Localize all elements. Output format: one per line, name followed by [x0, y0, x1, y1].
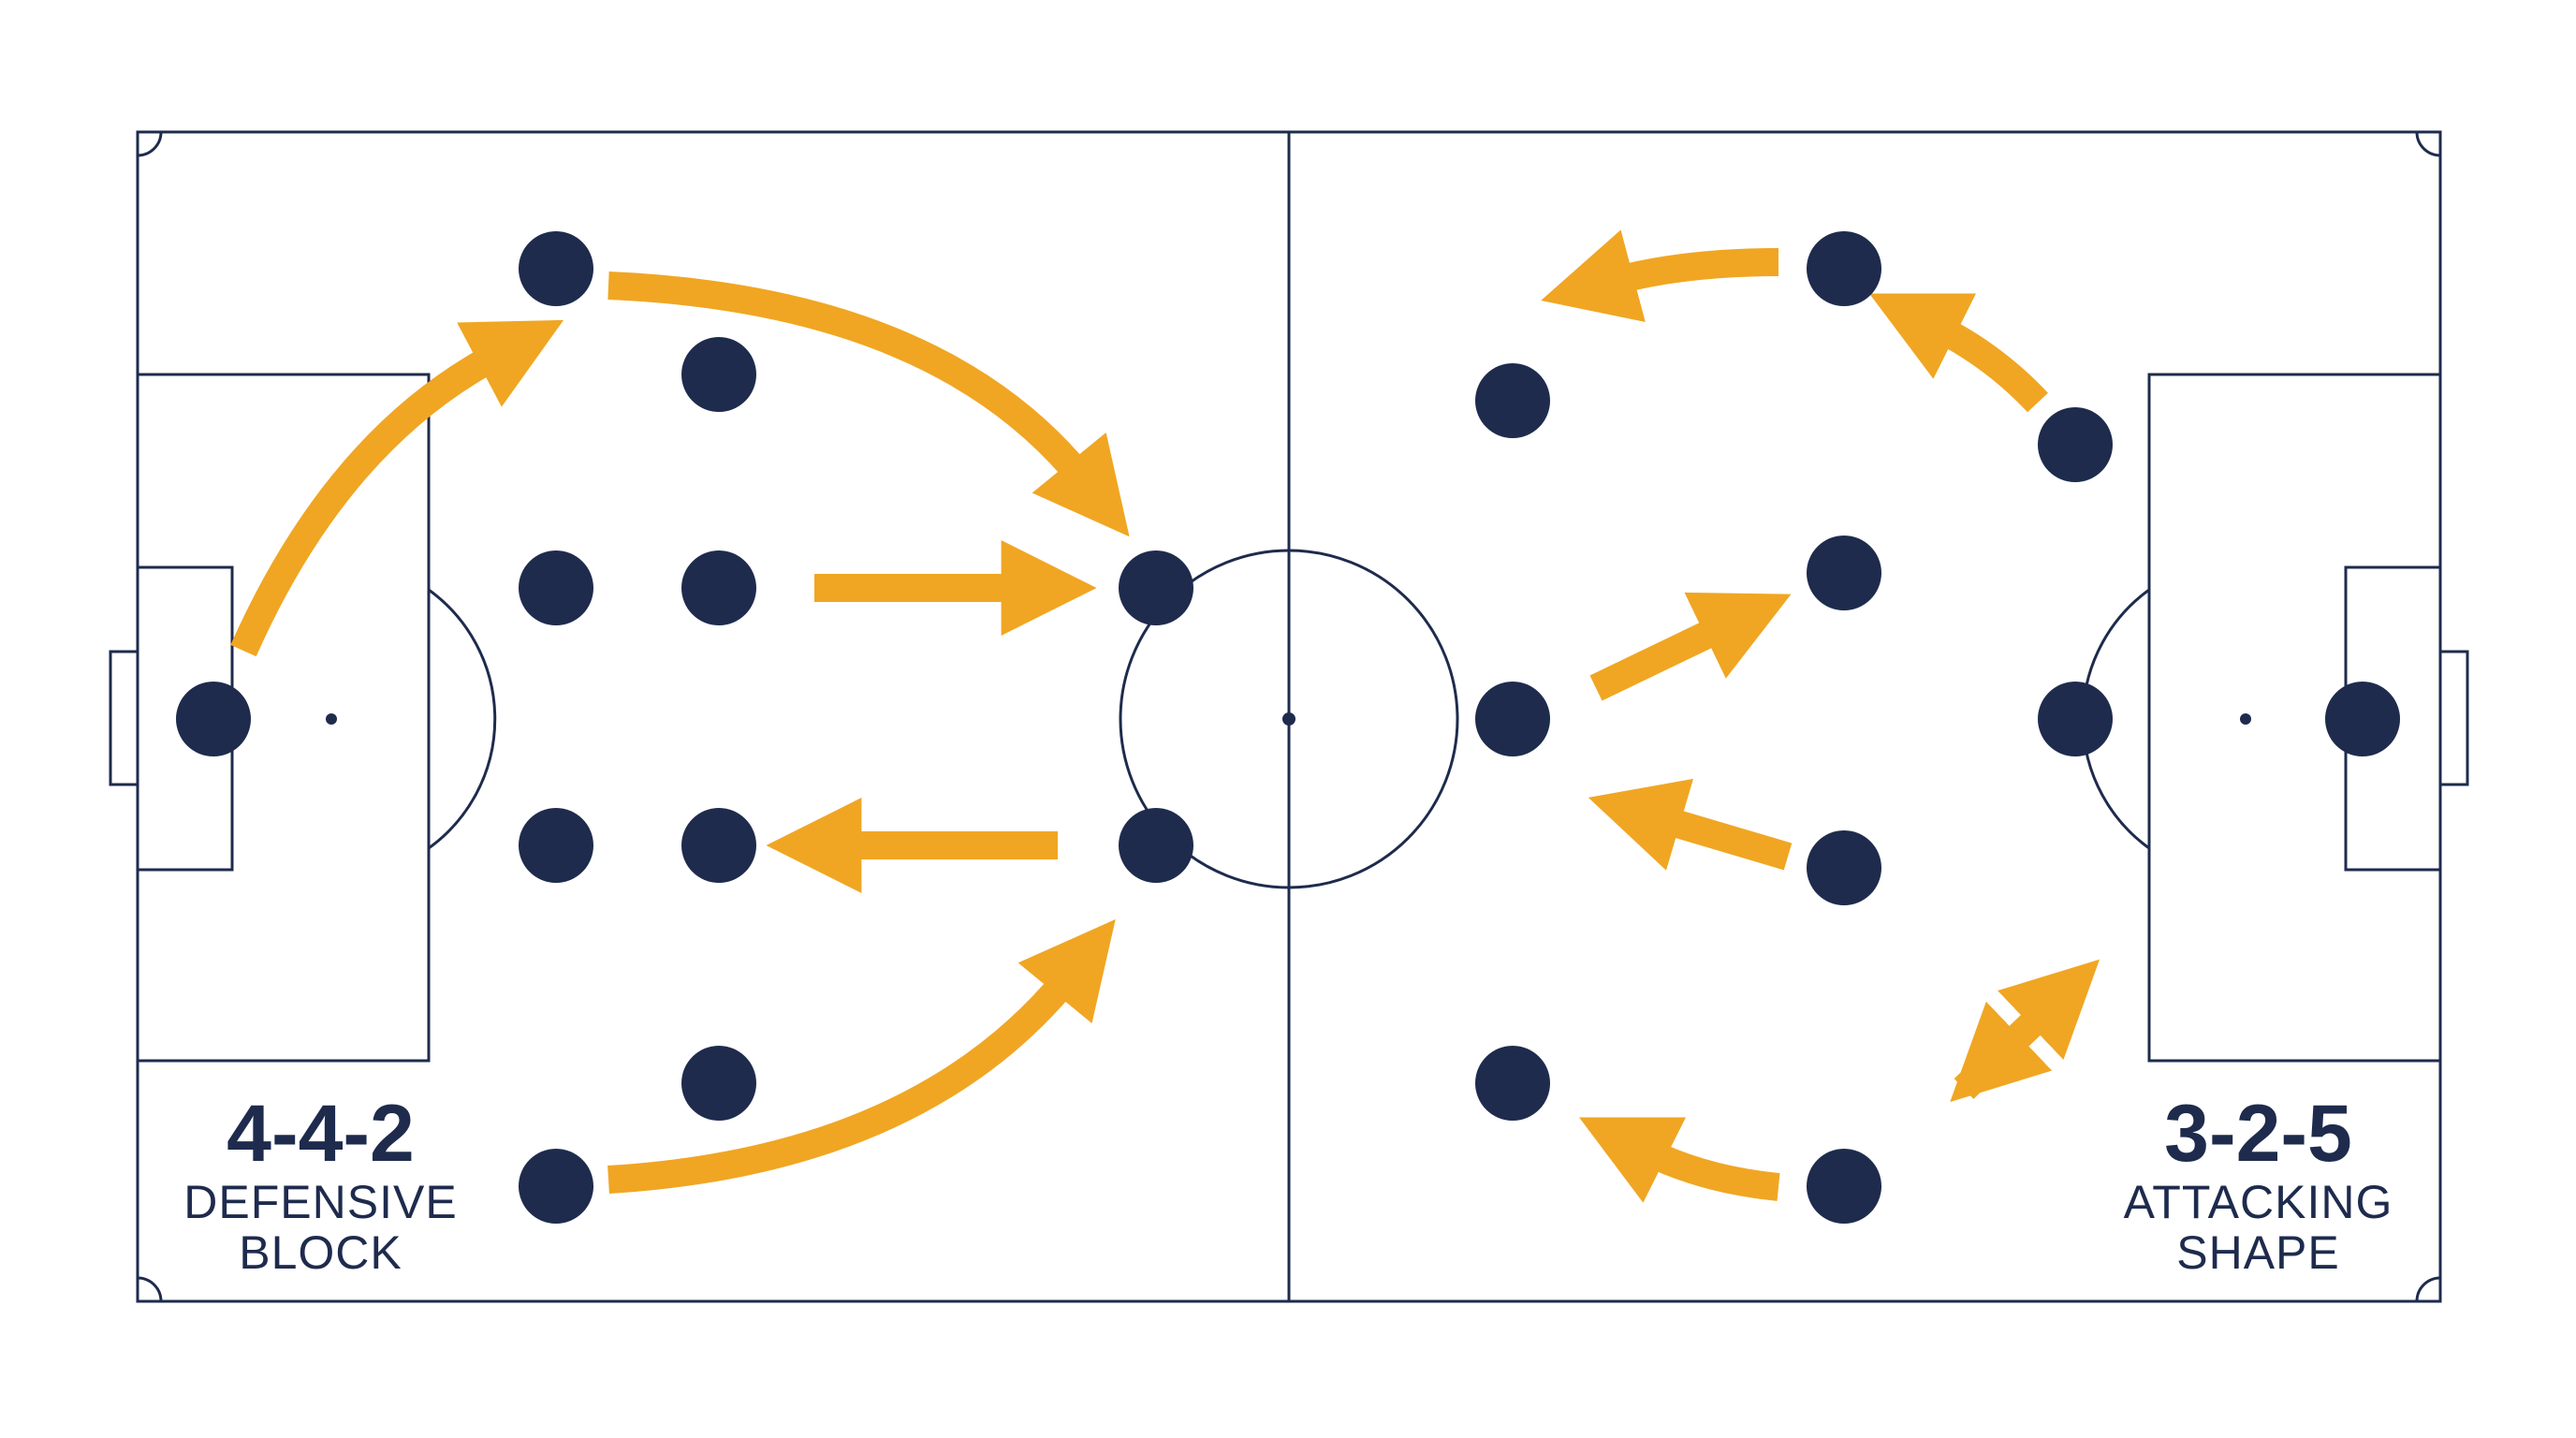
player-left-2: [681, 337, 756, 412]
left-formation-number: 4-4-2: [227, 1089, 415, 1179]
left-goal: [109, 650, 139, 786]
right-formation-desc-line1: ATTACKING: [2123, 1176, 2393, 1228]
right-goal: [2438, 650, 2469, 786]
player-left-9: [681, 1046, 756, 1121]
movement-arrows: [230, 229, 2100, 1203]
player-right-8: [1475, 1046, 1550, 1121]
right-penalty-spot: [2240, 713, 2251, 725]
player-left-10: [519, 1149, 593, 1224]
corner-arc-bottom-left: [137, 1276, 163, 1302]
left-formation-desc-line2: BLOCK: [239, 1226, 402, 1279]
right-formation-number: 3-2-5: [2164, 1089, 2352, 1179]
arrow-right-top-wide: [1541, 229, 1779, 323]
left-penalty-arc: [428, 588, 497, 850]
corner-arc-top-right: [2415, 131, 2441, 157]
arrow-right-mid-down: [1588, 778, 1793, 871]
arrow-left-wide-to-center-bottom: [607, 918, 1116, 1194]
arrow-right-mid-up: [1589, 592, 1792, 701]
player-right-1: [1807, 231, 1881, 306]
player-left-8: [1119, 808, 1193, 883]
player-right-6: [2038, 682, 2113, 756]
player-right-9: [1807, 1149, 1881, 1224]
player-right-7: [1807, 830, 1881, 905]
player-left-3: [519, 550, 593, 625]
player-right-5: [1475, 682, 1550, 756]
player-right-goalkeeper: [2325, 682, 2400, 756]
player-left-1: [519, 231, 593, 306]
left-team-players: [176, 231, 1193, 1224]
player-right-3: [2038, 407, 2113, 482]
center-spot: [1282, 712, 1295, 726]
player-left-4: [681, 550, 756, 625]
player-left-5: [1119, 550, 1193, 625]
right-formation-label: 3-2-5 ATTACKING SHAPE: [2087, 1091, 2429, 1278]
arrow-left-fullback-up: [230, 319, 564, 657]
corner-arc-top-left: [137, 131, 163, 157]
arrow-right-bottom-wide: [1579, 1117, 1780, 1203]
player-left-7: [681, 808, 756, 883]
right-formation-desc-line2: SHAPE: [2176, 1226, 2340, 1279]
arrow-right-top-diagonal: [1869, 293, 2048, 413]
right-team-players: [1475, 231, 2400, 1224]
left-formation-desc-line1: DEFENSIVE: [183, 1176, 458, 1228]
player-right-4: [1807, 536, 1881, 610]
player-right-2: [1475, 363, 1550, 438]
center-circle: [1119, 549, 1459, 889]
corner-arc-bottom-right: [2415, 1276, 2441, 1302]
arrow-right-bottom-double: [1950, 959, 2100, 1103]
left-penalty-spot: [326, 713, 337, 725]
arrow-left-wide-to-center-top: [607, 271, 1130, 537]
player-left-6: [519, 808, 593, 883]
left-formation-label: 4-4-2 DEFENSIVE BLOCK: [150, 1091, 491, 1278]
player-left-goalkeeper: [176, 682, 251, 756]
